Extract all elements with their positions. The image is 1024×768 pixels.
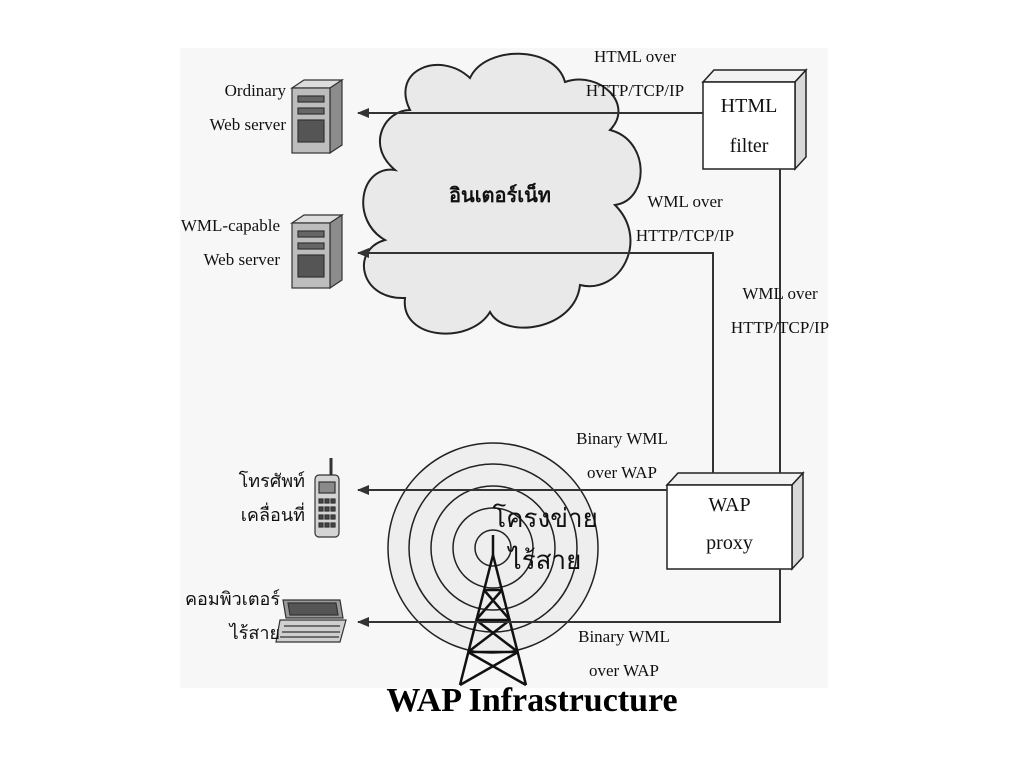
ordinary-web-server-icon — [290, 78, 344, 155]
html-filter-label: HTML filter — [720, 95, 778, 157]
wml-web-server-icon — [290, 213, 344, 290]
page-title: WAP Infrastructure — [386, 682, 678, 719]
wireless-network-label: โครงข่าย ไร้สาย — [492, 504, 598, 576]
antenna-tower-icon — [458, 535, 528, 687]
internet-cloud — [362, 52, 642, 335]
wml-over-http-label-upper: WML over HTTP/TCP/IP — [635, 192, 735, 245]
mobile-phone-label: โทรศัพท์ เคลื่อนที่ — [238, 471, 305, 526]
wml-over-http-label-lower: WML over HTTP/TCP/IP — [730, 284, 830, 337]
html-over-http-label: HTML over HTTP/TCP/IP — [585, 47, 685, 100]
connection-lines — [357, 108, 781, 627]
internet-cloud-label: อินเตอร์เน็ท — [449, 183, 551, 207]
laptop-icon — [275, 599, 347, 643]
wap-proxy-box — [665, 471, 805, 571]
wap-proxy-label: WAP proxy — [706, 494, 753, 554]
ordinary-web-server-label: Ordinary Web server — [209, 81, 286, 134]
mobile-phone-icon — [314, 458, 340, 538]
html-filter-box — [701, 68, 808, 171]
wireless-computer-label: คอมพิวเตอร์ ไร้สาย — [184, 589, 280, 644]
binary-wml-label-upper: Binary WML over WAP — [576, 429, 668, 482]
link-proxy-to-wml-server — [357, 248, 714, 473]
link-proxy-to-wireless-computer — [357, 569, 781, 627]
wml-web-server-label: WML-capable Web server — [180, 216, 280, 269]
binary-wml-label-lower: Binary WML over WAP — [578, 627, 670, 680]
